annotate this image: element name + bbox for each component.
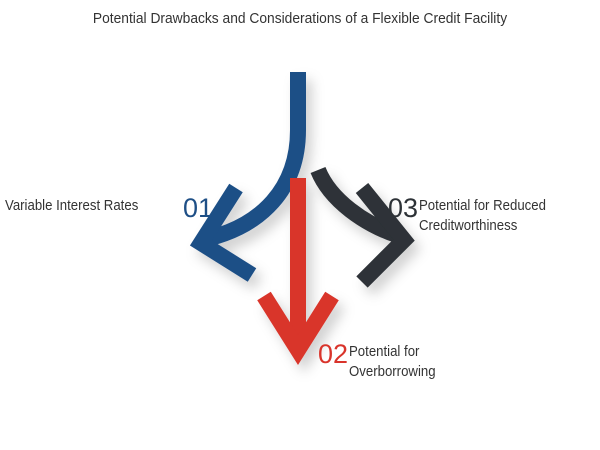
item-03-label-line2: Creditworthiness [419, 217, 518, 234]
item-03-number: 03 [388, 193, 419, 223]
item-01-number: 01 [183, 193, 214, 223]
item-01-label: Variable Interest Rates [5, 197, 139, 214]
diagram-title: Potential Drawbacks and Considerations o… [92, 10, 508, 27]
blue-arrow-01 [189, 72, 306, 282]
item-02-label-line1: Potential for [349, 343, 420, 360]
dark-arrow-03 [310, 166, 415, 288]
item-02-number: 02 [318, 339, 349, 369]
red-arrow-02 [257, 178, 339, 366]
item-02-label-line2: Overborrowing [349, 363, 436, 380]
item-02-label: Potential for Overborrowing [349, 342, 436, 382]
item-03-label: Potential for Reduced Creditworthiness [419, 196, 546, 236]
item-03-label-line1: Potential for Reduced [419, 197, 546, 214]
